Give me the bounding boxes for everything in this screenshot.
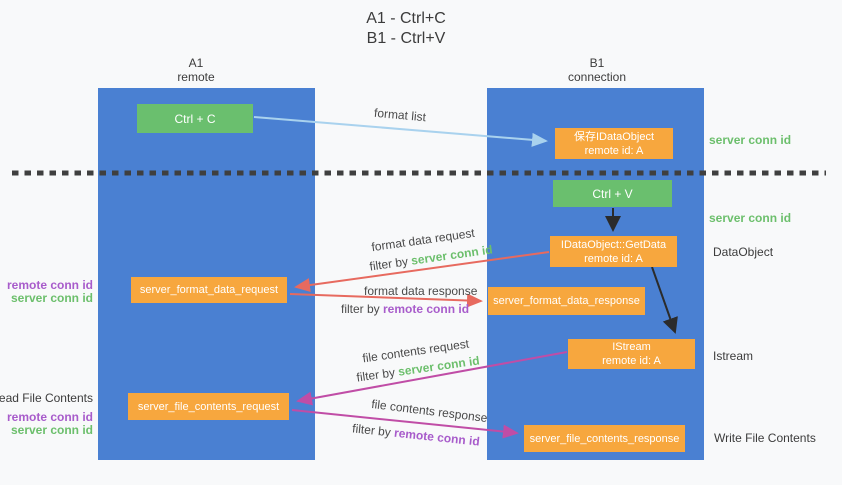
left-remote-conn-id-label-1: remote conn id: [6, 278, 93, 292]
diagram-title: A1 - Ctrl+C B1 - Ctrl+V: [0, 9, 812, 49]
istream-remote-id: remote id: A: [602, 355, 661, 367]
column-a1-role: remote: [177, 70, 215, 84]
read-file-contents-label: Read File Contents: [0, 391, 93, 405]
write-file-contents-label: Write File Contents: [714, 431, 816, 445]
filter-by-prefix-4: filter by: [351, 421, 395, 440]
getdata-remote-id: remote id: A: [584, 252, 643, 265]
column-b1-role: connection: [567, 70, 627, 84]
ctrl-c-box: Ctrl + C: [137, 104, 253, 133]
istream-title: IStream: [612, 341, 651, 353]
ctrl-c-label: Ctrl + C: [174, 111, 216, 126]
server-file-contents-request-label: server_file_contents_request: [137, 400, 280, 413]
format-list-label: format list: [373, 105, 427, 125]
filter-by-key-4: remote conn id: [393, 425, 481, 449]
save-idataobject-remote-id: remote id: A: [584, 144, 644, 157]
filter-by-remote-conn-id-label-2: filter by remote conn id: [352, 421, 481, 448]
column-a1-name: A1: [188, 56, 204, 70]
server-format-data-request-box: server_format_data_request: [131, 277, 287, 303]
istream-side-label: Istream: [713, 349, 754, 363]
ctrl-v-label: Ctrl + V: [592, 186, 633, 201]
left-server-conn-id-label-2: server conn id: [10, 423, 93, 437]
save-idataobject-title: 保存IDataObject: [573, 130, 655, 143]
server-file-contents-response-label: server_file_contents_response: [529, 432, 680, 445]
istream-box: IStream remote id: A: [568, 339, 695, 369]
dataobject-label: DataObject: [713, 245, 774, 259]
column-header-a1: A1 remote: [136, 56, 256, 84]
filter-by-key-2: remote conn id: [383, 302, 470, 316]
ctrl-v-box: Ctrl + V: [553, 180, 672, 207]
column-header-b1: B1 connection: [537, 56, 657, 84]
left-server-conn-id-label-1: server conn id: [10, 291, 93, 305]
server-file-contents-response-box: server_file_contents_response: [524, 425, 685, 452]
filter-by-prefix-3: filter by: [355, 364, 400, 385]
right-server-conn-id-label-1: server conn id: [709, 133, 792, 147]
server-file-contents-request-box: server_file_contents_request: [128, 393, 289, 420]
getdata-title: IDataObject::GetData: [560, 238, 667, 251]
filter-by-prefix-2: filter by: [341, 302, 384, 316]
title-line-b1: B1 - Ctrl+V: [366, 30, 446, 47]
title-line-a1: A1 - Ctrl+C: [366, 10, 446, 27]
left-remote-conn-id-label-2: remote conn id: [6, 410, 93, 424]
format-data-response-label: format data response: [364, 284, 478, 298]
server-format-data-response-label: server_format_data_response: [493, 295, 640, 307]
save-idataobject-box: 保存IDataObject remote id: A: [555, 128, 673, 159]
file-contents-response-label: file contents response: [370, 396, 489, 426]
filter-by-prefix-1: filter by: [368, 253, 413, 274]
right-server-conn-id-label-2: server conn id: [709, 211, 792, 225]
column-b1-name: B1: [589, 56, 605, 70]
server-format-data-request-label: server_format_data_request: [139, 284, 279, 296]
idataobject-getdata-box: IDataObject::GetData remote id: A: [550, 236, 677, 267]
filter-by-remote-conn-id-label-1: filter by remote conn id: [341, 302, 469, 316]
server-format-data-response-box: server_format_data_response: [488, 287, 645, 315]
